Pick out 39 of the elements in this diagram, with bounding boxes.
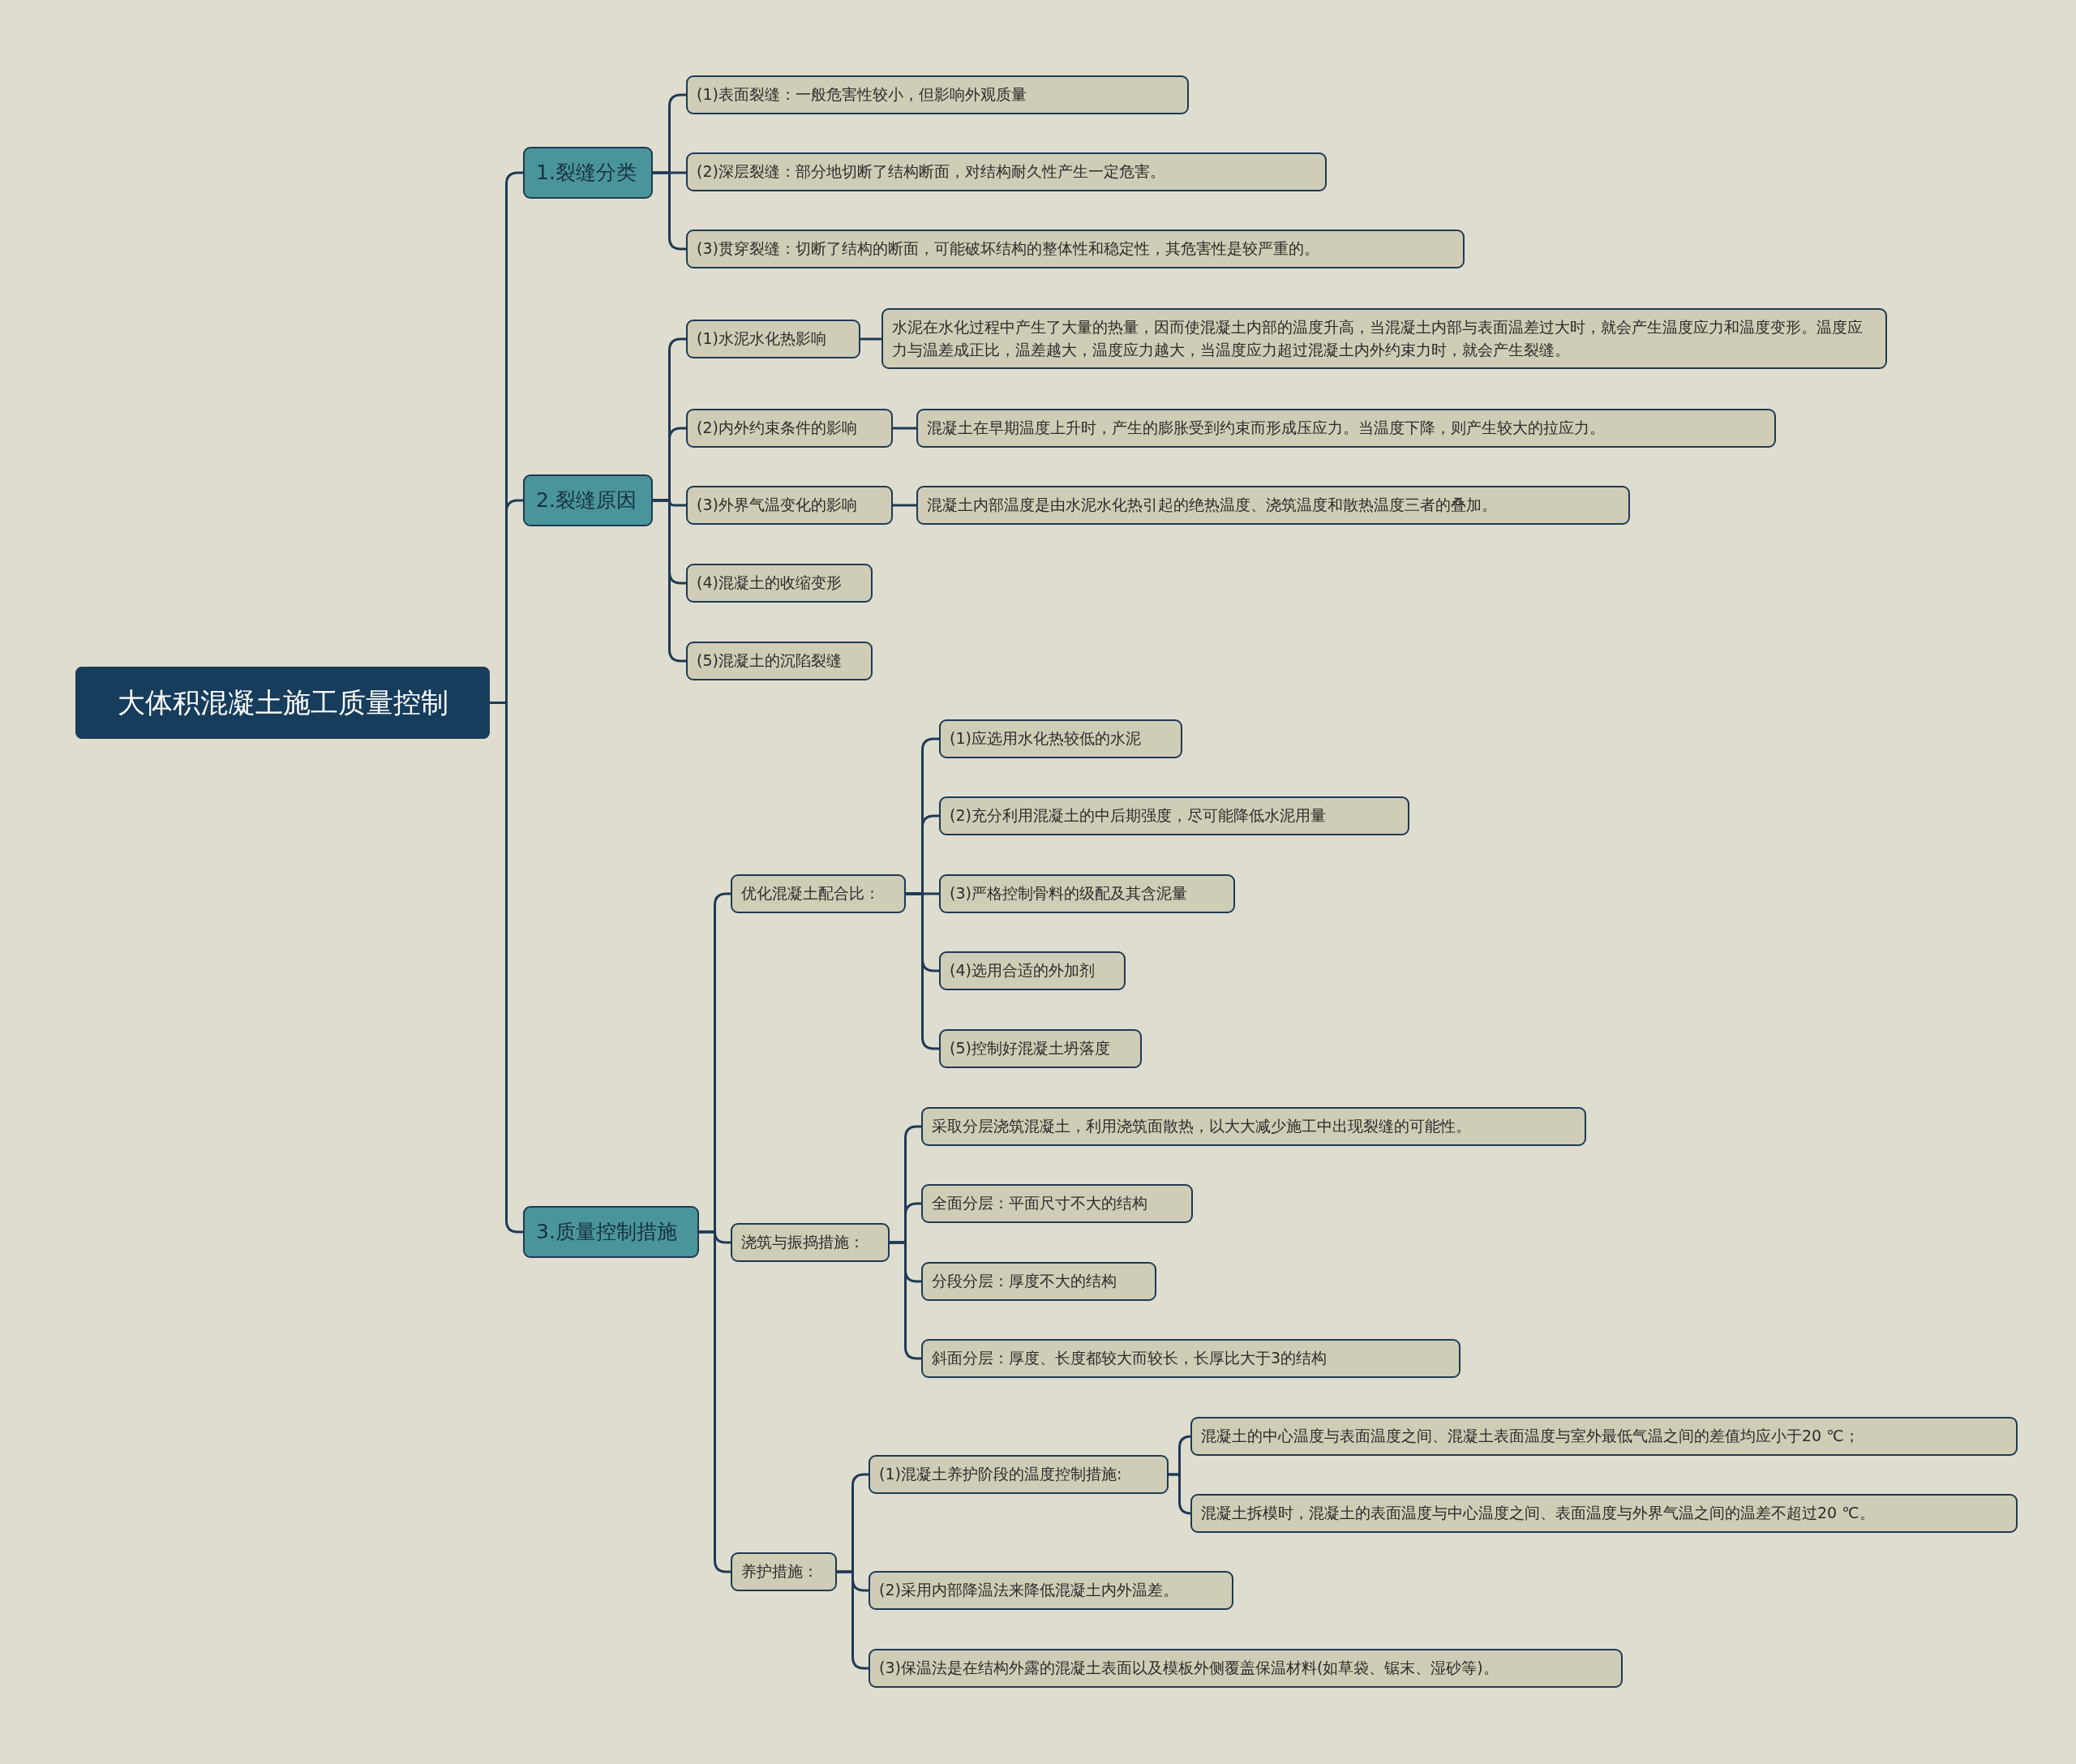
subtopic-box: (2)充分利用混凝土的中后期强度，尽可能降低水泥用量 — [939, 796, 1409, 835]
subtopic-box: 浇筑与振捣措施： — [731, 1223, 890, 1262]
subtopic-box: 混凝土拆模时，混凝土的表面温度与中心温度之间、表面温度与外界气温之间的温差不超过20 ℃。 — [1190, 1494, 2018, 1533]
branch-topic: 1.裂缝分类 — [523, 147, 653, 200]
connector-line — [653, 499, 686, 663]
subtopic-box: (3)外界气温变化的影响 — [686, 486, 893, 525]
connector-line — [906, 892, 939, 1050]
connector-line — [653, 171, 686, 251]
subtopic-box: (2)采用内部降温法来降低混凝土内外温差。 — [869, 1571, 1233, 1610]
subtopic-box: 优化混凝土配合比： — [731, 874, 906, 913]
subtopic-box: 斜面分层：厚度、长度都较大而较长，长厚比大于3的结构 — [921, 1339, 1460, 1378]
subtopic-box: (1)混凝土养护阶段的温度控制措施: — [869, 1455, 1169, 1494]
subtopic-box: 养护措施： — [731, 1552, 837, 1591]
subtopic-box: (1)水泥水化热影响 — [686, 320, 860, 358]
subtopic-box: (1)表面裂缝：一般危害性较小，但影响外观质量 — [686, 75, 1189, 114]
branch-topic: 2.裂缝原因 — [523, 474, 653, 527]
subtopic-box: (3)保温法是在结构外露的混凝土表面以及模板外侧覆盖保温材料(如草袋、锯末、湿砂等)。 — [869, 1649, 1623, 1688]
subtopic-box: 混凝土内部温度是由水泥水化热引起的绝热温度、浇筑温度和散热温度三者的叠加。 — [916, 486, 1630, 525]
connector-line — [860, 337, 881, 341]
connector-line — [1169, 1473, 1192, 1515]
subtopic-box: (3)贯穿裂缝：切断了结构的断面，可能破坏结构的整体性和稳定性，其危害性是较严重的。 — [686, 230, 1465, 268]
subtopic-box: (2)内外约束条件的影响 — [686, 409, 893, 448]
subtopic-box: 采取分层浇筑混凝土，利用浇筑面散热，以大大减少施工中出现裂缝的可能性。 — [921, 1107, 1586, 1146]
subtopic-box: (4)选用合适的外加剂 — [939, 951, 1126, 990]
root-topic: 大体积混凝土施工质量控制 — [75, 667, 490, 740]
subtopic-box: 全面分层：平面尺寸不大的结构 — [921, 1184, 1193, 1223]
connector-line — [893, 427, 916, 430]
subtopic-box: (5)混凝土的沉陷裂缝 — [686, 642, 873, 680]
subtopic-box: (3)严格控制骨料的级配及其含泥量 — [939, 874, 1235, 913]
subtopic-box: (5)控制好混凝土坍落度 — [939, 1029, 1142, 1068]
subtopic-box: 混凝土的中心温度与表面温度之间、混凝土表面温度与室外最低气温之间的差值均应小于20 ℃； — [1190, 1417, 2018, 1456]
subtopic-box: (1)应选用水化热较低的水泥 — [939, 719, 1182, 758]
subtopic-box: 水泥在水化过程中产生了大量的热量，因而使混凝土内部的温度升高，当混凝土内部与表面温差过大时，就会产生温度应力和温度变形。温度应力与温差成正比，温差越大，温度应力越大，当温度应力超过混凝土内外约束力时，就会产生裂缝。 — [881, 308, 1887, 370]
subtopic-box: 分段分层：厚度不大的结构 — [921, 1262, 1156, 1301]
branch-topic: 3.质量控制措施 — [523, 1206, 699, 1259]
subtopic-box: (2)深层裂缝：部分地切断了结构断面，对结构耐久性产生一定危害。 — [686, 152, 1327, 191]
subtopic-box: 混凝土在早期温度上升时，产生的膨胀受到约束而形成压应力。当温度下降，则产生较大的拉应力。 — [916, 409, 1776, 448]
connector-line — [893, 504, 916, 507]
subtopic-box: (4)混凝土的收缩变形 — [686, 564, 873, 603]
